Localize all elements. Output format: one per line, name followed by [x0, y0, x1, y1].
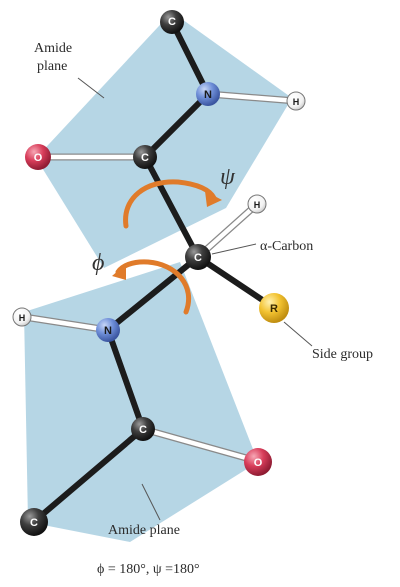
atom-c-bottom: C: [20, 508, 48, 536]
alpha-carbon-leader: [211, 243, 257, 255]
atom-h-top-label: H: [293, 97, 300, 107]
atom-c-bottom-label: C: [30, 517, 38, 529]
atom-c-top: C: [160, 10, 184, 34]
atom-h-alpha: H: [247, 194, 267, 214]
backbone-bonds: [33, 19, 276, 523]
atom-c-carbonyl-top-label: C: [141, 152, 149, 164]
amide-plane-top-label-line1: Amide: [34, 41, 72, 56]
side-group-leader: [283, 321, 313, 347]
atom-h-bottom: H: [12, 307, 32, 327]
atom-o-top: O: [25, 144, 51, 170]
phi-rotation-arrow: [112, 259, 192, 315]
atom-r-side: R: [259, 293, 289, 323]
amide-plane-top-leader: [77, 77, 105, 99]
atom-c-carbonyl-top: C: [133, 145, 157, 169]
atom-h-bottom-label: H: [19, 313, 26, 323]
atom-n-bottom-label: N: [104, 325, 112, 337]
atom-c-carbonyl-bottom-label: C: [139, 424, 147, 436]
atom-n-top: N: [196, 82, 220, 106]
atom-o-bottom: O: [244, 448, 272, 476]
amide-plane-top-label-line2: plane: [37, 59, 67, 74]
angles-caption: ϕ = 180°, ψ =180°: [97, 562, 200, 577]
alpha-carbon-label: α-Carbon: [260, 239, 313, 254]
atom-c-top-label: C: [168, 16, 176, 28]
atom-o-bottom-label: O: [254, 457, 263, 469]
psi-rotation-arrow: [123, 179, 222, 229]
atom-o-top-label: O: [34, 152, 43, 164]
atom-c-alpha-label: C: [194, 252, 202, 264]
atom-h-top: H: [286, 91, 306, 111]
atom-n-bottom: N: [96, 318, 120, 342]
atom-c-carbonyl-bottom: C: [131, 417, 155, 441]
atom-c-alpha: C: [185, 244, 211, 270]
side-group-label: Side group: [312, 347, 373, 362]
atom-n-top-label: N: [204, 89, 212, 101]
phi-symbol: ϕ: [92, 250, 104, 276]
atom-h-alpha-label: H: [254, 200, 261, 210]
atom-r-side-label: R: [270, 303, 278, 315]
amide-plane-bottom: [24, 262, 258, 542]
amide-plane-bottom-leader: [141, 483, 161, 521]
amide-plane-bottom-label: Amide plane: [108, 523, 180, 538]
psi-symbol: ψ: [220, 164, 236, 190]
